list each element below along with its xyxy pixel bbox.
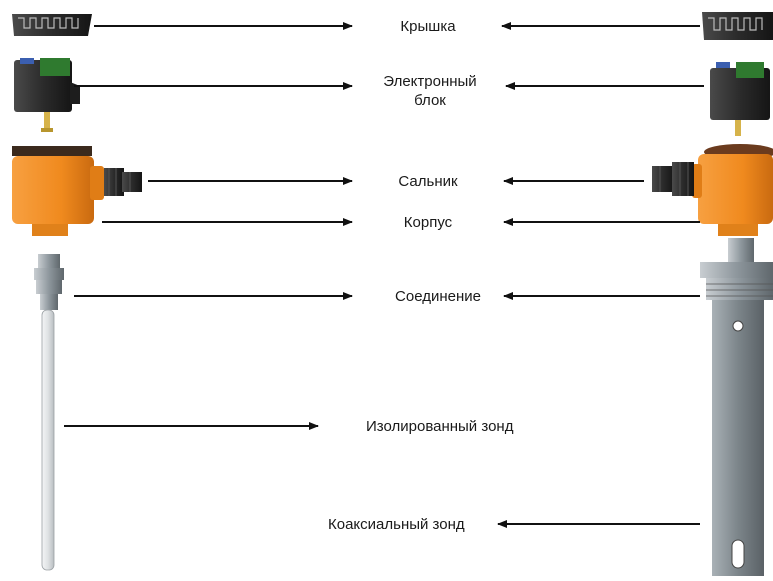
label-electronics-line2: блок [414, 92, 446, 109]
left-cable-gland [104, 168, 142, 196]
arrows-left [64, 22, 353, 430]
left-electronics-module [14, 58, 80, 132]
label-electronics-line1: Электронный [383, 73, 477, 90]
left-cover [12, 14, 92, 36]
label-insulated-probe: Изолированный зонд [366, 418, 514, 435]
right-coaxial-tube [712, 300, 764, 576]
label-housing: Корпус [403, 214, 453, 231]
label-coaxial-probe: Коаксиальный зонд [328, 516, 465, 533]
left-connection [34, 254, 64, 310]
label-cover: Крышка [400, 18, 456, 35]
left-housing [12, 146, 104, 236]
right-housing [692, 144, 773, 236]
label-electronics: Электронный блок [370, 72, 490, 110]
label-gland: Сальник [398, 173, 458, 190]
right-electronics-module [710, 62, 770, 136]
right-connection [700, 238, 773, 300]
right-cover [702, 12, 773, 40]
left-insulated-rod [41, 309, 55, 571]
arrows-right [497, 22, 704, 528]
label-connection: Соединение [395, 288, 481, 305]
right-cable-gland [652, 162, 694, 196]
